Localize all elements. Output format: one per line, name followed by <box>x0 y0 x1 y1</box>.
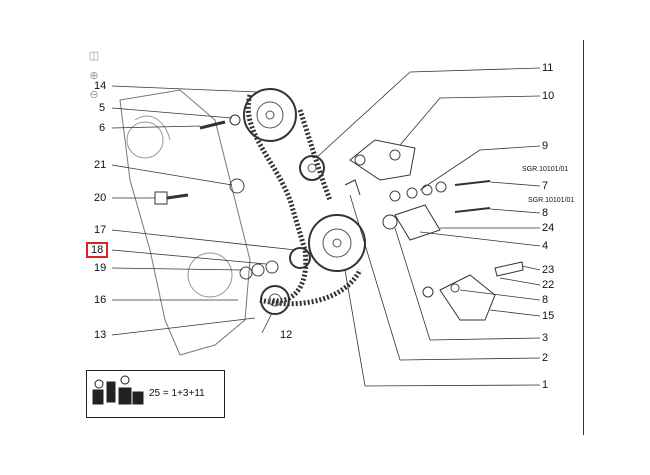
callout-7[interactable]: 7 <box>542 180 549 192</box>
callout-22[interactable]: 22 <box>542 279 555 291</box>
callout-4[interactable]: 4 <box>542 240 549 252</box>
callout-8a[interactable]: 8 <box>542 207 549 219</box>
callout-6[interactable]: 6 <box>99 122 106 134</box>
callout-14[interactable]: 14 <box>94 80 107 92</box>
idler-17 <box>289 247 311 269</box>
washer-19b <box>251 263 265 277</box>
kit-parts-icon <box>92 375 144 405</box>
callout-9[interactable]: 9 <box>542 140 549 152</box>
tensioner-15 <box>439 274 496 321</box>
callout-sgr-1[interactable]: SGR.10101/01 <box>522 166 569 173</box>
callout-24[interactable]: 24 <box>542 222 555 234</box>
callout-13[interactable]: 13 <box>94 329 107 341</box>
stud-8 <box>454 207 491 213</box>
callout-3[interactable]: 3 <box>542 332 549 344</box>
washer-18 <box>265 260 279 274</box>
kit-legend: 25 = 1+3+11 <box>86 370 225 418</box>
callout-15[interactable]: 15 <box>542 310 555 322</box>
crankshaft-gear <box>260 285 290 315</box>
bolt-20 <box>154 191 168 205</box>
washer-9b <box>406 187 418 199</box>
cover-opening <box>126 121 164 159</box>
tensioner-bracket <box>349 139 416 181</box>
tensioner-roller <box>382 214 398 230</box>
callout-5[interactable]: 5 <box>99 102 106 114</box>
bolt-6 <box>199 120 226 130</box>
idler-pulley <box>299 155 325 181</box>
pump-pulley <box>308 214 366 272</box>
washer-9d <box>435 181 447 193</box>
callout-8b[interactable]: 8 <box>542 294 549 306</box>
callout-2[interactable]: 2 <box>542 352 549 364</box>
callout-1[interactable]: 1 <box>542 379 549 391</box>
callout-11[interactable]: 11 <box>542 62 554 74</box>
stud-7 <box>454 180 491 186</box>
document-icon[interactable]: ◫ <box>88 50 100 62</box>
timing-cover <box>119 89 251 356</box>
callout-20[interactable]: 20 <box>94 192 107 204</box>
callout-10[interactable]: 10 <box>542 90 555 102</box>
timing-belt <box>245 94 363 307</box>
camshaft-pulley <box>243 88 297 142</box>
callout-18-selected[interactable]: 18 <box>85 242 109 258</box>
tensioner-arm <box>394 204 441 241</box>
zoom-out-icon[interactable]: ⊖ <box>89 89 99 101</box>
washer-21 <box>229 178 245 194</box>
zoom-in-icon[interactable]: ⊕ <box>89 70 99 82</box>
callout-17[interactable]: 17 <box>94 224 107 236</box>
washer-9a <box>389 190 401 202</box>
washer-9c <box>421 184 433 196</box>
washer-19a <box>239 266 253 280</box>
callout-sgr-2[interactable]: SGR.10101/01 <box>528 197 575 204</box>
callout-21[interactable]: 21 <box>94 159 107 171</box>
callout-23[interactable]: 23 <box>542 264 555 276</box>
callout-19[interactable]: 19 <box>94 262 107 274</box>
panel-divider <box>583 40 584 435</box>
pin-23 <box>494 261 524 277</box>
callout-12[interactable]: 12 <box>280 329 293 341</box>
callout-16[interactable]: 16 <box>94 294 107 306</box>
kit-formula: 25 = 1+3+11 <box>149 388 205 399</box>
